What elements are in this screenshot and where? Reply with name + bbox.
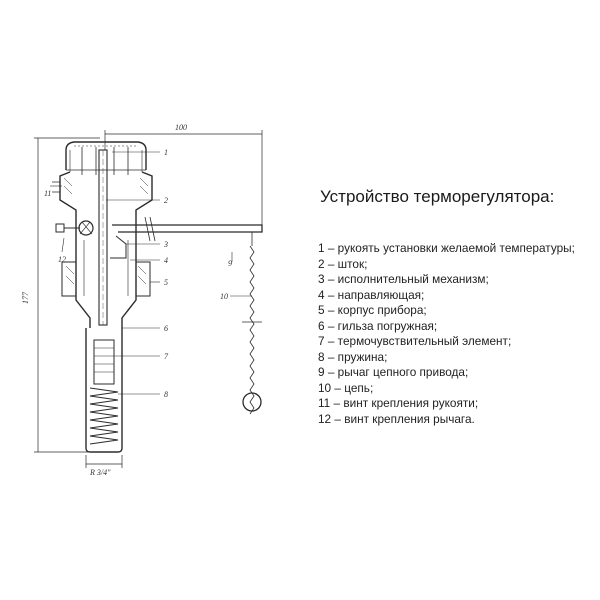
callout-4: 4 [164, 256, 168, 265]
housing [61, 232, 151, 328]
diagram-title: Устройство терморегулятора: [320, 187, 555, 206]
legend-item: 10 – цепь; [318, 380, 374, 395]
thread-dimension: R 3/4" [85, 455, 123, 477]
callout-5: 5 [164, 278, 168, 287]
legend-item: 2 – шток; [318, 256, 368, 271]
chain [242, 232, 262, 415]
callout-9: 9 [228, 259, 232, 268]
callout-12: 12 [58, 255, 66, 264]
legend-item: 12 – винт крепления рычага. [318, 411, 475, 426]
callout-3: 3 [163, 240, 168, 249]
width-dimension-label: 100 [175, 123, 187, 132]
legend-item: 8 – пружина; [318, 349, 388, 364]
legend-item: 11 – винт крепления рукояти; [318, 396, 479, 410]
legend-list: 1 – рукоять установки желаемой температу… [318, 241, 575, 427]
legend-item: 6 – гильза погружная; [318, 318, 438, 333]
legend-item: 7 – термочувствительный элемент; [318, 334, 512, 348]
callout-11: 11 [44, 189, 51, 198]
callout-8: 8 [164, 390, 168, 399]
stem [98, 149, 108, 326]
callout-6: 6 [164, 324, 168, 333]
handle [65, 141, 147, 175]
legend-item: 1 – рукоять установки желаемой температу… [318, 241, 575, 255]
legend-item: 5 – корпус прибора; [318, 303, 427, 317]
width-dimension: 100 [104, 123, 263, 225]
callout-numbers: 1 2 3 4 5 6 7 8 9 10 11 12 [44, 148, 232, 399]
immersion-sleeve [85, 328, 123, 453]
callout-7: 7 [164, 352, 169, 361]
upper-body [52, 171, 153, 232]
callout-1: 1 [164, 148, 168, 157]
callout-leaders [50, 151, 252, 395]
actuator-and-lever [55, 216, 263, 259]
height-dimension-label: 177 [21, 291, 30, 304]
callout-10: 10 [220, 292, 228, 301]
spring [89, 387, 119, 445]
legend-item: 4 – направляющая; [318, 287, 425, 302]
legend-item: 9 – рычаг цепного привода; [318, 365, 469, 379]
thread-label: R 3/4" [89, 468, 111, 477]
legend-item: 3 – исполнительный механизм; [318, 272, 489, 286]
callout-2: 2 [164, 196, 168, 205]
